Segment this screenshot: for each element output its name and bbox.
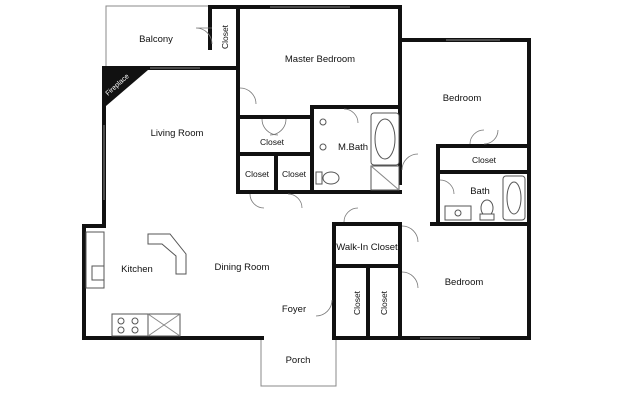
bedroom-top-label: Bedroom bbox=[443, 93, 482, 104]
closet-top-label: Closet bbox=[220, 24, 230, 49]
kitchen-label: Kitchen bbox=[121, 264, 153, 275]
balcony-label: Balcony bbox=[139, 34, 173, 45]
master-bedroom-label: Master Bedroom bbox=[285, 54, 355, 65]
closet-mid-small-label: Closet bbox=[282, 169, 307, 179]
walk-in-closet-label: Walk-In Closet bbox=[336, 242, 398, 253]
master-bath-label: M.Bath bbox=[338, 142, 368, 153]
living-room-label: Living Room bbox=[151, 128, 204, 139]
porch-outline bbox=[260, 338, 337, 387]
bath-fixtures bbox=[444, 175, 526, 221]
closet-left-small-label: Closet bbox=[245, 169, 270, 179]
master-bath-fixtures bbox=[315, 112, 400, 191]
kitchen-fixtures bbox=[85, 231, 187, 337]
closet-vertical-2-label: Closet bbox=[379, 290, 389, 315]
bedroom-bottom-label: Bedroom bbox=[445, 277, 484, 288]
dining-room-label: Dining Room bbox=[215, 262, 270, 273]
closet-living-label: Closet bbox=[260, 137, 285, 147]
fireplace-icon: Fireplace bbox=[105, 70, 148, 106]
foyer-label: Foyer bbox=[282, 304, 306, 315]
windows bbox=[103, 6, 500, 339]
porch-label: Porch bbox=[286, 355, 311, 366]
balcony-outline bbox=[105, 5, 210, 68]
bath-label: Bath bbox=[470, 186, 490, 197]
closet-right-label: Closet bbox=[472, 155, 497, 165]
room-labels: Balcony Closet Master Bedroom Bedroom Li… bbox=[121, 24, 497, 366]
doors bbox=[195, 27, 499, 317]
closet-vertical-1-label: Closet bbox=[352, 290, 362, 315]
